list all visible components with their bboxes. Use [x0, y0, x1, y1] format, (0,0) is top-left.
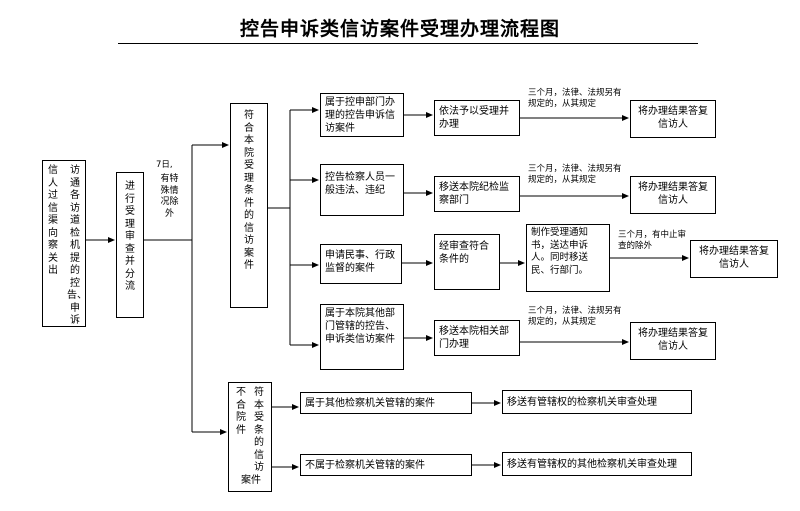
row3-note: 三个月，有中止审查的除外: [618, 230, 687, 251]
review-note-special: 有特殊情况除外: [160, 174, 179, 219]
row2-case-box: 控告检察人员一般违法、违纪: [320, 164, 404, 216]
page-title: 控告申诉类信访案件受理办理流程图: [239, 19, 560, 40]
row4-result-box: 将办理结果答复信访人: [630, 322, 716, 360]
start-box-col1: 信人过信渠向察关出: [48, 165, 58, 276]
row2-result-box: 将办理结果答复信访人: [630, 176, 716, 214]
row2-note: 三个月，法律、法规另有规定的，从其规定: [528, 164, 622, 185]
row3-case-box: 申请民事、行政监督的案件: [320, 244, 402, 284]
row1-case-box: 属于控申部门办理的控告申诉信访案件: [320, 93, 404, 137]
row2-action-box: 移送本院纪检监察部门: [434, 176, 520, 212]
row4-case-box: 属于本院其他部门管辖的控告、申诉类信访案件: [320, 304, 404, 370]
reject-box-col2: 符本受条的信访: [254, 387, 264, 473]
reject-box: 不合院件 符本受条的信访 案件: [228, 382, 272, 492]
other1-action-box: 移送有管辖权的检察机关审查处理: [502, 390, 692, 414]
reject-box-tail: 案件: [241, 475, 261, 486]
row1-action-box: 依法予以受理并办理: [434, 100, 520, 136]
row1-result-box: 将办理结果答复信访人: [630, 100, 716, 138]
review-box-text: 进行受理审查并分流: [125, 181, 135, 292]
accept-box: 符合本院受理条件的信访案件: [230, 103, 268, 308]
row4-action-box: 移送本院相关部门办理: [434, 320, 520, 356]
reject-box-col1: 不合院件: [236, 387, 246, 436]
start-box-col2: 访通各访道检机提的控告、申诉: [67, 165, 86, 326]
review-box: 进行受理审查并分流: [116, 172, 144, 318]
review-note-days: 7日,: [156, 160, 173, 170]
row3-action-box: 经审查符合条件的: [434, 234, 500, 290]
other2-case-box: 不属于检察机关管辖的案件: [300, 454, 472, 476]
accept-box-text: 符合本院受理条件的信访案件: [244, 110, 254, 271]
title-underline: [118, 43, 698, 44]
row3-result-box: 将办理结果答复信访人: [690, 240, 778, 278]
row1-note: 三个月，法律、法规另有规定的，从其规定: [528, 88, 622, 109]
other2-action-box: 移送有管辖权的其他检察机关审查处理: [502, 452, 692, 476]
row4-note: 三个月，法律、法规另有规定的，从其规定: [528, 306, 622, 327]
row3-action2-box: 制作受理通知书，送达申诉人。同时移送民、行部门。: [526, 224, 610, 292]
other1-case-box: 属于其他检察机关管辖的案件: [300, 392, 472, 414]
start-box: 信人过信渠向察关出 访通各访道检机提的控告、申诉: [42, 160, 86, 327]
